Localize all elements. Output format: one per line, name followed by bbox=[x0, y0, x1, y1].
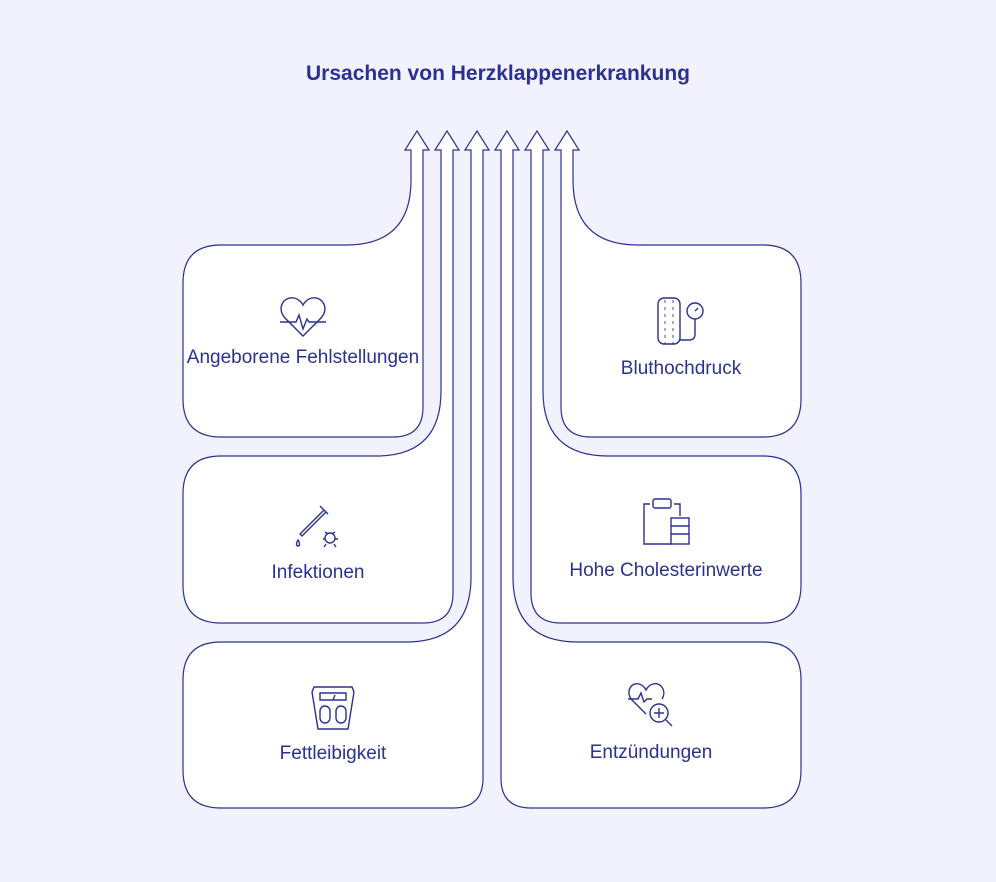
heart-search-icon bbox=[628, 683, 673, 727]
blood-pressure-cuff-icon bbox=[657, 297, 704, 345]
cause-box-cholesterin bbox=[523, 129, 802, 624]
cause-label-infektionen: Infektionen bbox=[271, 562, 365, 583]
cause-box-infektionen bbox=[182, 129, 461, 624]
cause-label-entzuendungen: Entzündungen bbox=[589, 742, 713, 763]
cause-box-fettleibigkeit bbox=[182, 129, 491, 809]
cause-label-cholesterin: Hohe Cholesterinwerte bbox=[569, 560, 763, 581]
cause-label-bluthochdruck: Bluthochdruck bbox=[620, 358, 742, 379]
heart-pulse-icon bbox=[280, 297, 326, 337]
scale-icon bbox=[311, 686, 355, 730]
cause-label-angeborene: Angeborene Fehlstellungen bbox=[186, 347, 420, 368]
pipette-bacteria-icon bbox=[295, 505, 338, 548]
cause-box-angeborene bbox=[182, 129, 431, 438]
cause-label-fettleibigkeit: Fettleibigkeit bbox=[279, 743, 387, 764]
clipboard-chart-icon bbox=[643, 498, 690, 545]
cause-box-entzuendungen bbox=[493, 129, 802, 809]
cause-box-bluthochdruck bbox=[553, 129, 802, 438]
diagram-title: Ursachen von Herzklappenerkrankung bbox=[306, 62, 690, 85]
